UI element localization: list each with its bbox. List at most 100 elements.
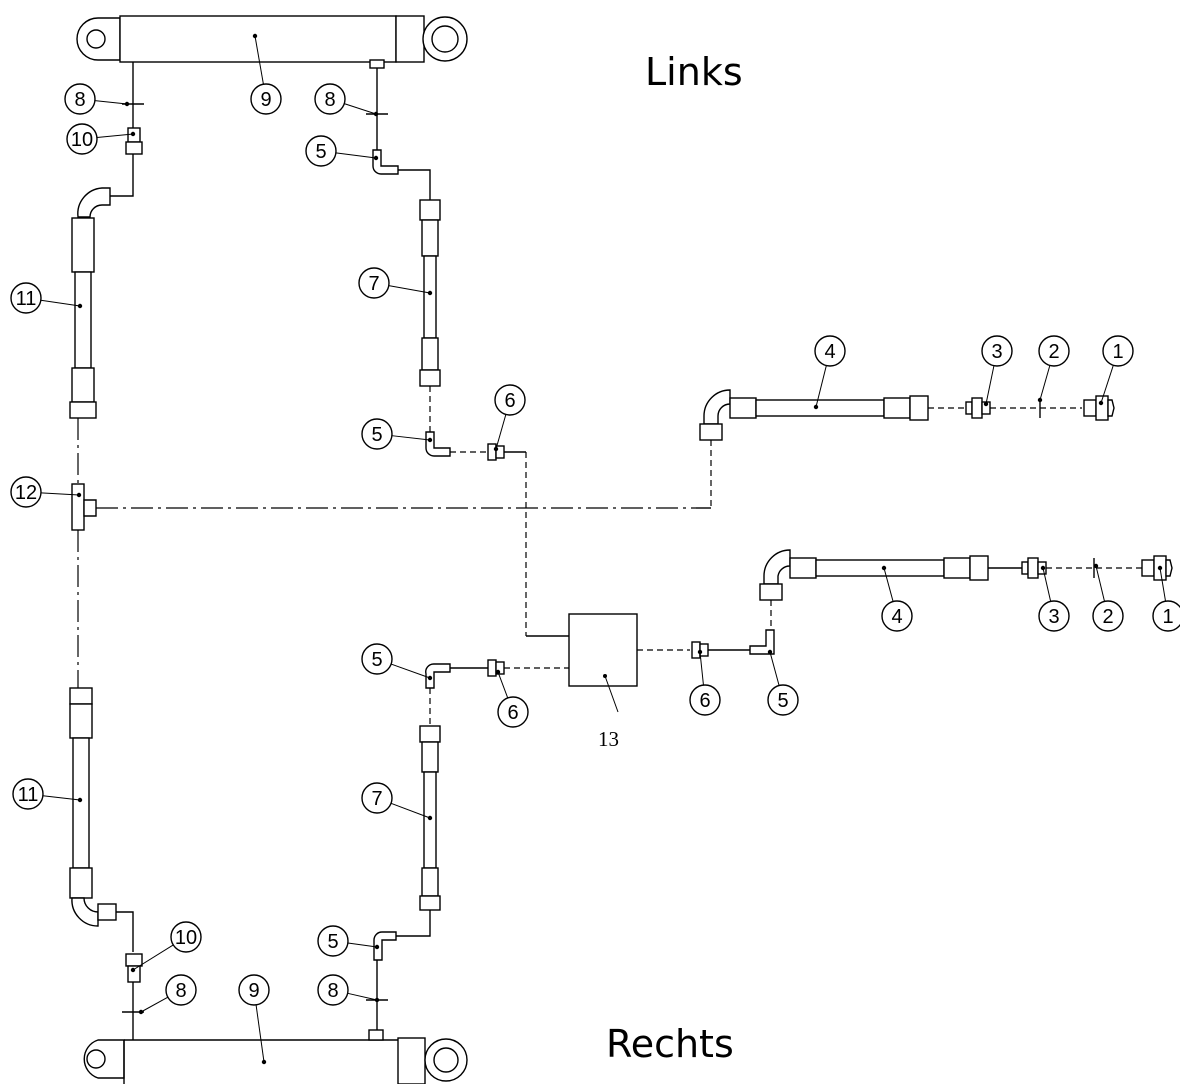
callout-leader — [1159, 567, 1167, 602]
callout-c2a: 2 — [1037, 335, 1070, 403]
callout-c10a: 10 — [66, 123, 136, 155]
callout-c5a: 5 — [305, 135, 379, 167]
callout-number: 8 — [324, 89, 335, 111]
callout-c3a: 3 — [981, 335, 1013, 407]
callout-c11a: 11 — [10, 282, 83, 314]
callout-circle — [361, 418, 393, 450]
callout-c12: 12 — [10, 476, 82, 508]
callout-number: 9 — [260, 89, 271, 111]
callout-dot — [493, 446, 499, 452]
callout-circle — [981, 335, 1013, 367]
callout-number: 5 — [327, 931, 338, 953]
callout-c9b: 9 — [238, 974, 270, 1065]
callout-leader — [390, 663, 431, 679]
callout-dot — [427, 290, 433, 296]
callout-dot — [983, 401, 989, 407]
callout-dot — [881, 565, 887, 571]
inner-bottom-branch — [366, 725, 441, 1030]
callout-dot — [77, 797, 83, 803]
callout-leader — [335, 152, 377, 159]
callout-dot — [813, 404, 819, 410]
callout-c9a: 9 — [250, 33, 282, 115]
callout-circle — [881, 600, 913, 632]
callout-dot — [373, 155, 379, 161]
inner-top-branch — [366, 68, 569, 637]
callout-number: 6 — [699, 690, 710, 712]
callout-leader — [140, 996, 169, 1013]
callout-c11b: 11 — [12, 778, 83, 810]
callout-dot — [767, 649, 773, 655]
callout-c8c: 8 — [138, 974, 197, 1015]
callout-c7a: 7 — [358, 267, 433, 299]
callout-c8b: 8 — [314, 83, 379, 117]
left-top-branch — [69, 62, 144, 419]
lower-right-line — [759, 549, 1173, 630]
cylinder-top — [76, 15, 468, 69]
callout-leader — [42, 795, 81, 801]
callout-circle — [1092, 600, 1124, 632]
callout-circle — [314, 83, 346, 115]
callout-leader — [769, 651, 780, 686]
callout-circle — [250, 83, 282, 115]
callout-leader — [1100, 365, 1114, 404]
callout-dot — [697, 649, 703, 655]
callout-leader — [347, 942, 378, 948]
callout-leader — [344, 103, 377, 115]
callout-circle — [10, 282, 42, 314]
callout-number: 2 — [1102, 606, 1113, 628]
callout-number: 7 — [368, 273, 379, 295]
callout-c4b: 4 — [881, 565, 913, 632]
callout-leader — [347, 992, 378, 1001]
callout-c1b: 1 — [1152, 565, 1180, 632]
callout-dot — [373, 111, 379, 117]
callout-dot — [77, 303, 83, 309]
callout-circle — [66, 123, 98, 155]
callout-number: 6 — [507, 702, 518, 724]
callout-dot — [374, 997, 380, 1003]
callout-dot — [427, 815, 433, 821]
callout-number: 5 — [315, 141, 326, 163]
callout-c5c: 5 — [361, 643, 433, 681]
callout-c7b: 7 — [361, 782, 433, 821]
callout-circle — [238, 974, 270, 1006]
callout-leader — [391, 435, 431, 441]
callout-c6a: 6 — [493, 384, 526, 452]
callout-c1a: 1 — [1098, 335, 1134, 406]
callout-dot — [427, 437, 433, 443]
callout-leader — [40, 492, 80, 496]
callout-leader — [254, 35, 264, 85]
callout-leader — [94, 100, 128, 105]
callout-c5e: 5 — [317, 925, 380, 957]
callout-dot — [1040, 565, 1046, 571]
callout-leader — [497, 671, 509, 699]
callout-dot — [1098, 400, 1104, 406]
callout-dot — [495, 669, 501, 675]
callout-number: 2 — [1048, 341, 1059, 363]
callout-number: 1 — [1112, 341, 1123, 363]
callout-c5d: 5 — [767, 649, 799, 716]
callout-c8d: 8 — [317, 974, 380, 1006]
callout-c4a: 4 — [813, 335, 846, 410]
callout-leader — [388, 285, 431, 294]
callout-circle — [305, 135, 337, 167]
callout-dot — [252, 33, 258, 39]
callout-dot — [130, 967, 136, 973]
left-bottom-branch — [69, 687, 144, 1040]
callout-number: 6 — [504, 390, 515, 412]
title-left: Links — [645, 50, 743, 94]
callout-circle — [165, 974, 197, 1006]
cylinder-bottom — [83, 1029, 468, 1084]
callout-circle — [1152, 600, 1180, 632]
callout-circle — [1038, 600, 1070, 632]
callout-circle — [10, 476, 42, 508]
valve-block-label: 13 — [598, 727, 619, 751]
callout-number: 5 — [371, 424, 382, 446]
callout-dot — [261, 1059, 267, 1065]
callout-c2b: 2 — [1092, 563, 1124, 632]
callout-circle — [1038, 335, 1070, 367]
callout-number: 11 — [18, 784, 39, 806]
callout-circle — [361, 782, 393, 814]
callout-c3b: 3 — [1038, 565, 1070, 632]
callout-c10b: 10 — [130, 921, 202, 973]
